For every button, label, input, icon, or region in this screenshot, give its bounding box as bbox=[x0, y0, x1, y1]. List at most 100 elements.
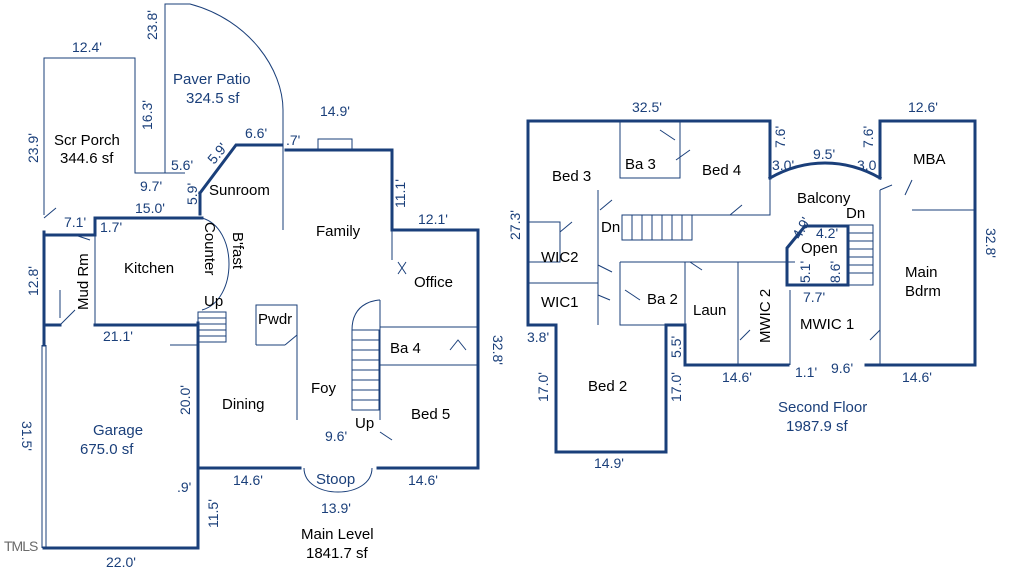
dim-0-9: .9' bbox=[177, 479, 191, 495]
ba4-label: Ba 4 bbox=[390, 340, 421, 357]
dim-9-7: 9.7' bbox=[140, 178, 162, 194]
sf-south-wall bbox=[526, 323, 790, 454]
sf-door-swings bbox=[559, 129, 913, 341]
foy-label: Foy bbox=[311, 380, 337, 397]
dim-sf-14-6-a: 14.6' bbox=[722, 369, 752, 385]
mls-watermark: TMLS bbox=[4, 538, 38, 554]
mwic1-label: MWIC 1 bbox=[800, 316, 854, 333]
dim-14-6-a: 14.6' bbox=[233, 472, 263, 488]
kitchen-label: Kitchen bbox=[124, 260, 174, 277]
sf-stairs-east bbox=[847, 224, 874, 286]
wic1-label: WIC1 bbox=[541, 294, 579, 311]
dim-sf-32-5: 32.5' bbox=[632, 99, 662, 115]
dim-sf-1-1: 1.1' bbox=[795, 364, 817, 380]
scr-porch-outline bbox=[43, 57, 185, 215]
wic2-walls bbox=[528, 221, 561, 263]
ba3-label: Ba 3 bbox=[625, 156, 656, 173]
family-label: Family bbox=[316, 223, 361, 240]
counter-arc bbox=[201, 217, 230, 311]
sunroom-label: Sunroom bbox=[209, 182, 270, 199]
office-label: Office bbox=[414, 274, 453, 291]
bed4-south bbox=[680, 178, 771, 216]
dim-5-9-b: 5.9' bbox=[184, 183, 200, 205]
dim-11-1: 11.1' bbox=[392, 179, 408, 208]
sf-stairs-west bbox=[621, 214, 693, 241]
second-floor-labels: Bed 3 Ba 3 Bed 4 Balcony MBA Dn Dn WIC2 … bbox=[541, 151, 946, 435]
sf-stair-treads-west bbox=[631, 215, 683, 240]
garage-area: 675.0 sf bbox=[80, 441, 134, 458]
dim-sf-3-0-a: 3.0' bbox=[772, 157, 794, 173]
dim-sf-3-8: 3.8' bbox=[527, 329, 549, 345]
main-level-labels: Scr Porch 344.6 sf Paver Patio 324.5 sf … bbox=[54, 71, 453, 562]
balcony-label: Balcony bbox=[797, 190, 851, 207]
east-wall bbox=[284, 148, 480, 470]
ba4-top bbox=[379, 300, 478, 328]
sf-east-wall bbox=[864, 119, 977, 367]
garage-label: Garage bbox=[93, 422, 143, 439]
stoop-label: Stoop bbox=[316, 471, 355, 488]
pwdr-label: Pwdr bbox=[258, 311, 292, 328]
bed5-label: Bed 5 bbox=[411, 406, 450, 423]
main-bdrm-label-1: Main bbox=[905, 264, 938, 281]
open-label: Open bbox=[801, 240, 838, 257]
main-level-area: 1841.7 sf bbox=[306, 545, 369, 562]
dim-5-9-a: 5.9' bbox=[204, 140, 230, 167]
sf-north-wall-west bbox=[526, 119, 772, 327]
dim-13-9: 13.9' bbox=[321, 500, 351, 516]
sf-balcony-arc bbox=[767, 161, 883, 181]
paver-patio-label: Paver Patio bbox=[173, 71, 251, 88]
dim-16-3: 16.3' bbox=[139, 100, 155, 130]
dim-sf-17-0-b: 17.0' bbox=[668, 372, 684, 402]
sf-stair-treads-east bbox=[848, 232, 873, 274]
dim-7-1: 7.1' bbox=[64, 214, 86, 230]
mud-rm-label: Mud Rm bbox=[75, 253, 92, 310]
dim-sf-9-6: 9.6' bbox=[831, 360, 853, 376]
main-level-dims: 12.4' 23.8' 16.3' 23.9' 9.7' 5.6' 5.9' 5… bbox=[19, 10, 506, 570]
dim-sf-8-6: 8.6' bbox=[827, 261, 843, 283]
dim-23-9: 23.9' bbox=[25, 133, 41, 163]
dim-sf-7-6-a: 7.6' bbox=[772, 126, 788, 148]
dim-20-0: 20.0' bbox=[177, 385, 193, 415]
stair-curve bbox=[351, 299, 381, 331]
fireplace bbox=[317, 138, 353, 151]
bed4-label: Bed 4 bbox=[702, 162, 741, 179]
scr-porch-area: 344.6 sf bbox=[60, 150, 114, 167]
up-stair-treads bbox=[198, 317, 226, 337]
dim-14-9: 14.9' bbox=[320, 103, 350, 119]
stair-treads bbox=[352, 339, 379, 401]
wic2-label: WIC2 bbox=[541, 249, 579, 266]
scr-porch-label: Scr Porch bbox=[54, 132, 120, 149]
mba-label: MBA bbox=[913, 151, 946, 168]
dim-sf-27-3: 27.3' bbox=[507, 210, 523, 240]
stoop-arc bbox=[303, 467, 373, 493]
dim-sf-14-9: 14.9' bbox=[594, 455, 624, 471]
dim-14-6-b: 14.6' bbox=[408, 472, 438, 488]
dim-11-5: 11.5' bbox=[205, 499, 221, 528]
mwic2-label: MWIC 2 bbox=[757, 289, 774, 343]
second-floor-plan bbox=[526, 119, 977, 454]
dim-9-6: 9.6' bbox=[325, 428, 347, 444]
dn-label-2: Dn bbox=[846, 205, 865, 222]
dn-label-1: Dn bbox=[601, 219, 620, 236]
dim-sf-17-0-a: 17.0' bbox=[535, 372, 551, 402]
dim-31-5: 31.5' bbox=[19, 421, 35, 451]
dim-sf-7-7: 7.7' bbox=[803, 289, 825, 305]
dim-0-7: .7' bbox=[286, 132, 300, 148]
dim-22-0: 22.0' bbox=[106, 554, 136, 570]
dim-sf-9-5: 9.5' bbox=[813, 146, 835, 162]
kitchen-north-wall bbox=[42, 216, 204, 237]
dim-12-8: 12.8' bbox=[25, 266, 41, 296]
dim-sf-5-5: 5.5' bbox=[668, 336, 684, 358]
dim-23-8: 23.8' bbox=[144, 10, 160, 40]
main-bdrm-label-2: Bdrm bbox=[905, 283, 941, 300]
garage-south-wall bbox=[42, 466, 200, 550]
up-label-2: Up bbox=[355, 415, 374, 432]
dim-6-6: 6.6' bbox=[245, 125, 267, 141]
up-label-1: Up bbox=[204, 293, 223, 310]
dim-sf-32-8: 32.8' bbox=[983, 228, 999, 258]
dim-sf-4-9: 4.9' bbox=[789, 214, 814, 241]
up-stairs bbox=[197, 311, 227, 343]
second-floor-dims: 32.5' 12.6' 7.6' 7.6' 3.0' 9.5' 3.0 27.3… bbox=[507, 99, 999, 471]
bed2-label: Bed 2 bbox=[588, 378, 627, 395]
dim-sf-7-6-b: 7.6' bbox=[860, 126, 876, 148]
